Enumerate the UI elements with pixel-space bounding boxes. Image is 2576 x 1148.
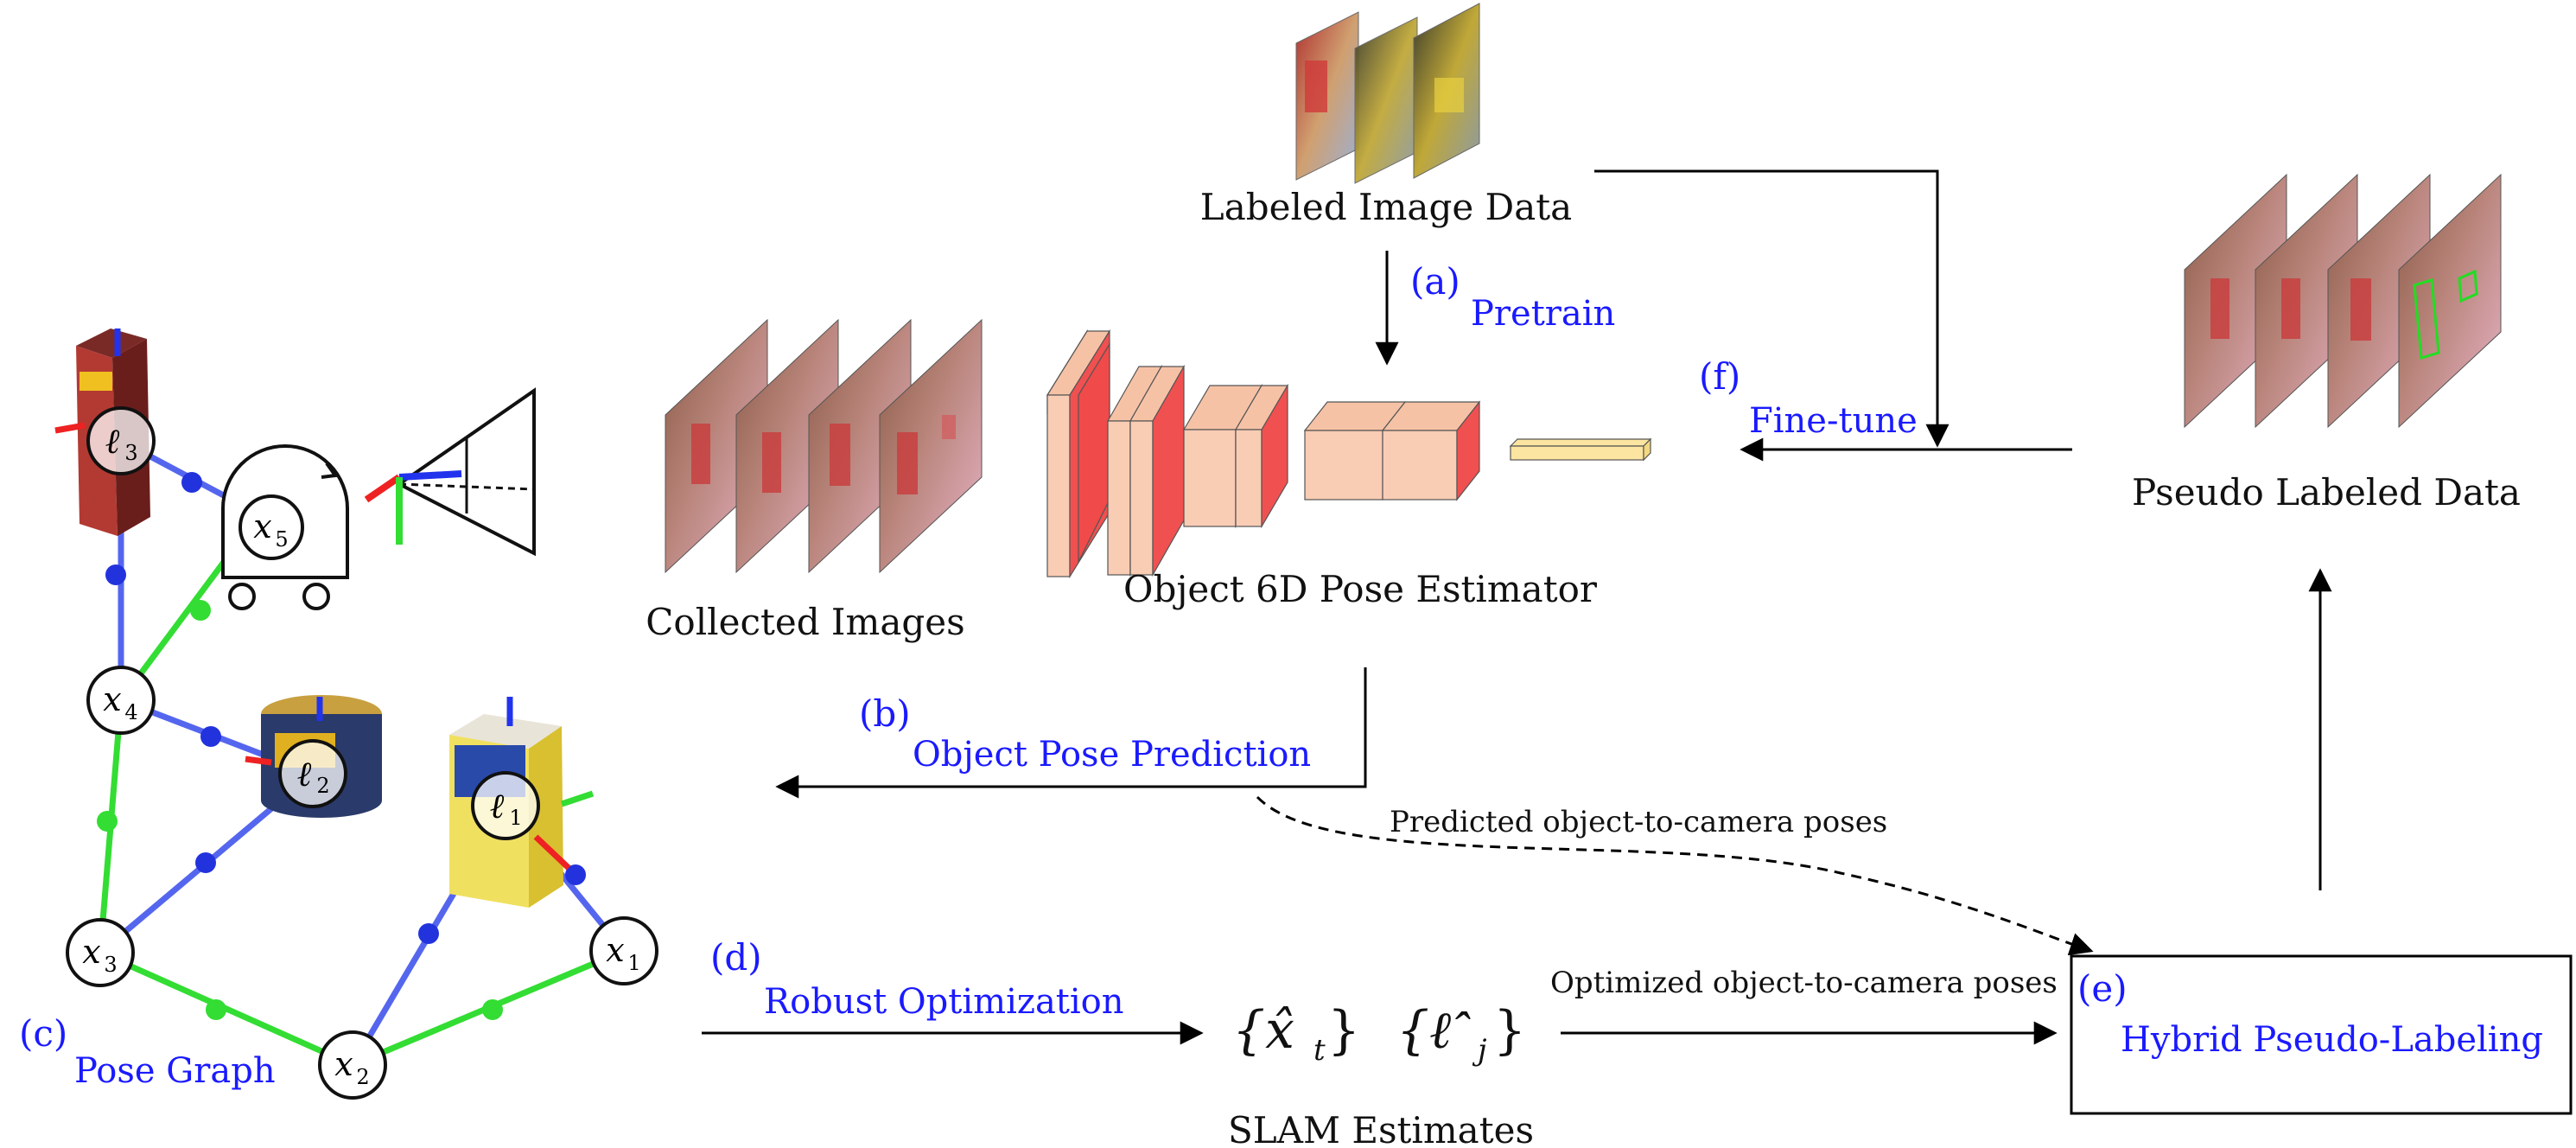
pose-graph-label: Pose Graph [74,1051,276,1091]
svg-text:ℓ: ℓ [297,755,312,794]
node-x1: x 1 [589,916,658,985]
pose-estimator-network [1046,328,1652,579]
node-x2: x 2 [318,1030,387,1100]
svg-text:4: 4 [124,700,137,724]
svg-text:1: 1 [509,806,522,830]
svg-text:3: 3 [124,441,137,465]
camera-frustum-icon [364,387,536,557]
hybrid-label: Hybrid Pseudo-Labeling [2121,1020,2543,1060]
svg-text:2: 2 [316,774,329,798]
finetune-label: Fine-tune [1749,401,1918,441]
hybrid-tag: (e) [2077,967,2128,1010]
node-x4: x 4 [86,666,156,735]
svg-text:}: } [1327,1000,1360,1061]
node-l3: ℓ 3 [86,406,156,475]
pseudo-labeled-stack [2184,173,2502,429]
labeled-to-finetune-arrow [1594,169,1949,448]
svg-text:1: 1 [627,951,640,975]
predicted-poses-label: Predicted object-to-camera poses [1390,805,1887,839]
pose-prediction-arrow [775,667,1367,799]
robust-optimization-tag: (d) [710,936,762,979]
svg-text:}: } [1493,1000,1526,1061]
svg-text:{x̂: {x̂ [1232,1000,1294,1061]
node-x5: x 5 [239,494,304,560]
labeled-image-thumbnails [1295,3,1480,184]
slam-estimates-math: {x̂ t } {ℓ̂ j } [1232,1000,1526,1068]
svg-text:x: x [82,933,100,971]
pose-graph-tag: (c) [19,1012,67,1055]
svg-text:ℓ: ℓ [490,787,505,826]
node-x3: x 3 [66,918,135,987]
svg-text:t: t [1313,1033,1326,1068]
finetune-tag: (f) [1699,355,1740,398]
svg-text:{ℓ̂: {ℓ̂ [1396,1000,1471,1061]
hybrid-pseudo-labeling-box [2070,954,2573,1115]
pseudo-labeled-data-label: Pseudo Labeled Data [2132,471,2521,513]
estimator-label: Object 6D Pose Estimator [1123,568,1598,610]
pretrain-tag: (a) [1410,260,1460,303]
svg-text:x: x [103,680,121,718]
svg-text:x: x [334,1045,353,1083]
node-l1: ℓ 1 [471,771,540,840]
labeled-image-data-label: Labeled Image Data [1200,186,1572,228]
node-l2: ℓ 2 [278,739,347,808]
collected-images-stack [665,318,983,574]
svg-text:2: 2 [356,1065,369,1089]
svg-text:5: 5 [275,527,288,552]
svg-text:ℓ: ℓ [105,422,120,462]
svg-text:j: j [1472,1033,1487,1068]
slam-estimates-label: SLAM Estimates [1228,1109,1534,1148]
collected-images-label: Collected Images [646,601,964,643]
optimized-poses-label: Optimized object-to-camera poses [1550,966,2058,1000]
svg-text:3: 3 [104,953,117,977]
arrows [702,169,2332,1045]
pose-prediction-label: Object Pose Prediction [913,735,1311,775]
svg-text:x: x [606,931,624,969]
predicted-poses-arrow [1256,795,2094,956]
pose-graph: x 1 x 2 x 3 x 4 x 5 ℓ 1 ℓ [54,328,658,1100]
robust-optimization-label: Robust Optimization [764,982,1124,1022]
pose-prediction-tag: (b) [859,692,911,735]
svg-text:x: x [253,507,271,545]
pretrain-label: Pretrain [1471,294,1615,334]
